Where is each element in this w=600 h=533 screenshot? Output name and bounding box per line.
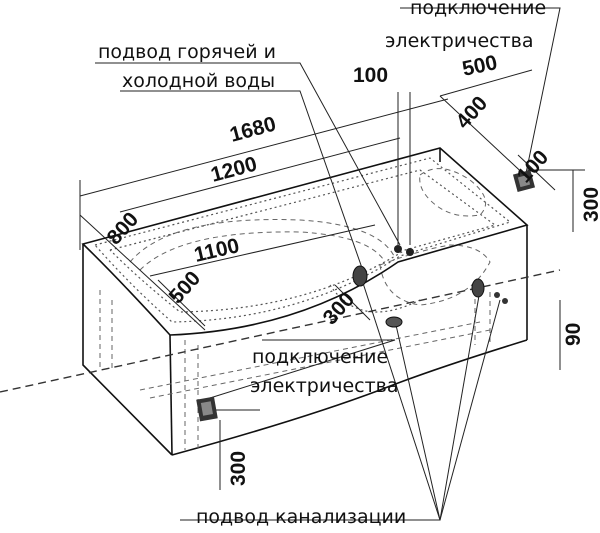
dim-500-left: 500 [165, 267, 206, 308]
dim-300-bottom: 300 [227, 451, 250, 486]
leader-lines [95, 7, 561, 521]
bathtub-outline [81, 147, 529, 456]
power-top-label-line1: подключение [410, 0, 546, 19]
faucet-icon [352, 265, 368, 287]
floor-axis-line [0, 269, 561, 393]
water-supply-label-line1: подвод горячей и [98, 41, 276, 63]
water-inlet-icon [394, 245, 414, 256]
power-socket-top-icon [512, 169, 536, 193]
water-supply-label-line2: холодной воды [122, 70, 275, 92]
dimension-lines [79, 69, 585, 490]
dim-400: 400 [452, 92, 493, 133]
power-top-label-line2: электричества [385, 30, 533, 52]
power-front-label-line2: электричества [250, 375, 398, 397]
dim-800: 800 [103, 208, 144, 249]
dim-1100: 1100 [192, 234, 242, 267]
basin-hidden-lines [94, 157, 512, 323]
dim-90: 90 [562, 323, 585, 346]
overflow-icon [471, 278, 508, 304]
dim-100-top: 100 [353, 64, 388, 87]
power-socket-front-icon [196, 396, 218, 422]
dim-300-right: 300 [580, 187, 600, 222]
dim-1680: 1680 [227, 113, 278, 147]
dim-500-top: 500 [460, 51, 499, 81]
power-front-label-line1: подключение [252, 346, 388, 368]
dim-300-middle: 300 [319, 288, 360, 329]
drain-icon [385, 316, 403, 328]
drain-label: подвод канализации [196, 506, 406, 528]
